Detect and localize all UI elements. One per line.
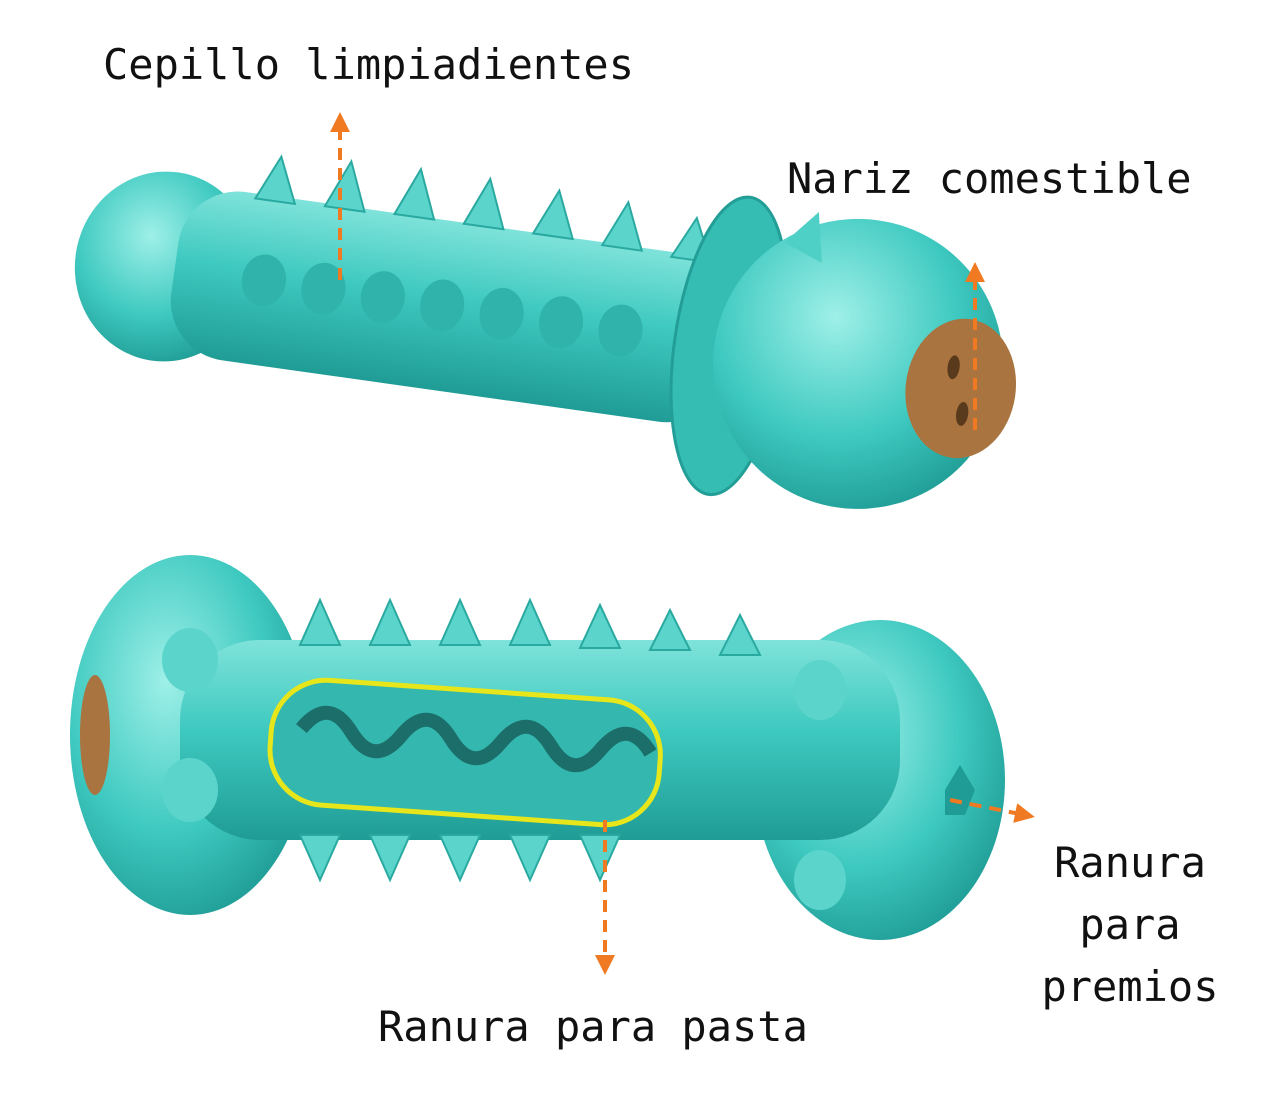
- treat-arrow: [949, 798, 1035, 823]
- nose-label: Nariz comestible: [787, 154, 1192, 203]
- brush-label: Cepillo limpiadientes: [103, 40, 635, 89]
- treat-slot-label-line: Ranura: [1054, 838, 1206, 887]
- bottom-toy-bone: [70, 555, 1005, 940]
- paste-slot: [267, 677, 663, 828]
- treat-slot-label: Ranura para premios: [1030, 832, 1230, 1018]
- top-toy-pig-brush: [74, 154, 1017, 509]
- treat-slot-label-line: para: [1079, 900, 1181, 949]
- paste-slot-label: Ranura para pasta: [378, 1002, 808, 1051]
- edible-nose: [905, 318, 1017, 459]
- treat-slot-label-line: premios: [1041, 962, 1219, 1011]
